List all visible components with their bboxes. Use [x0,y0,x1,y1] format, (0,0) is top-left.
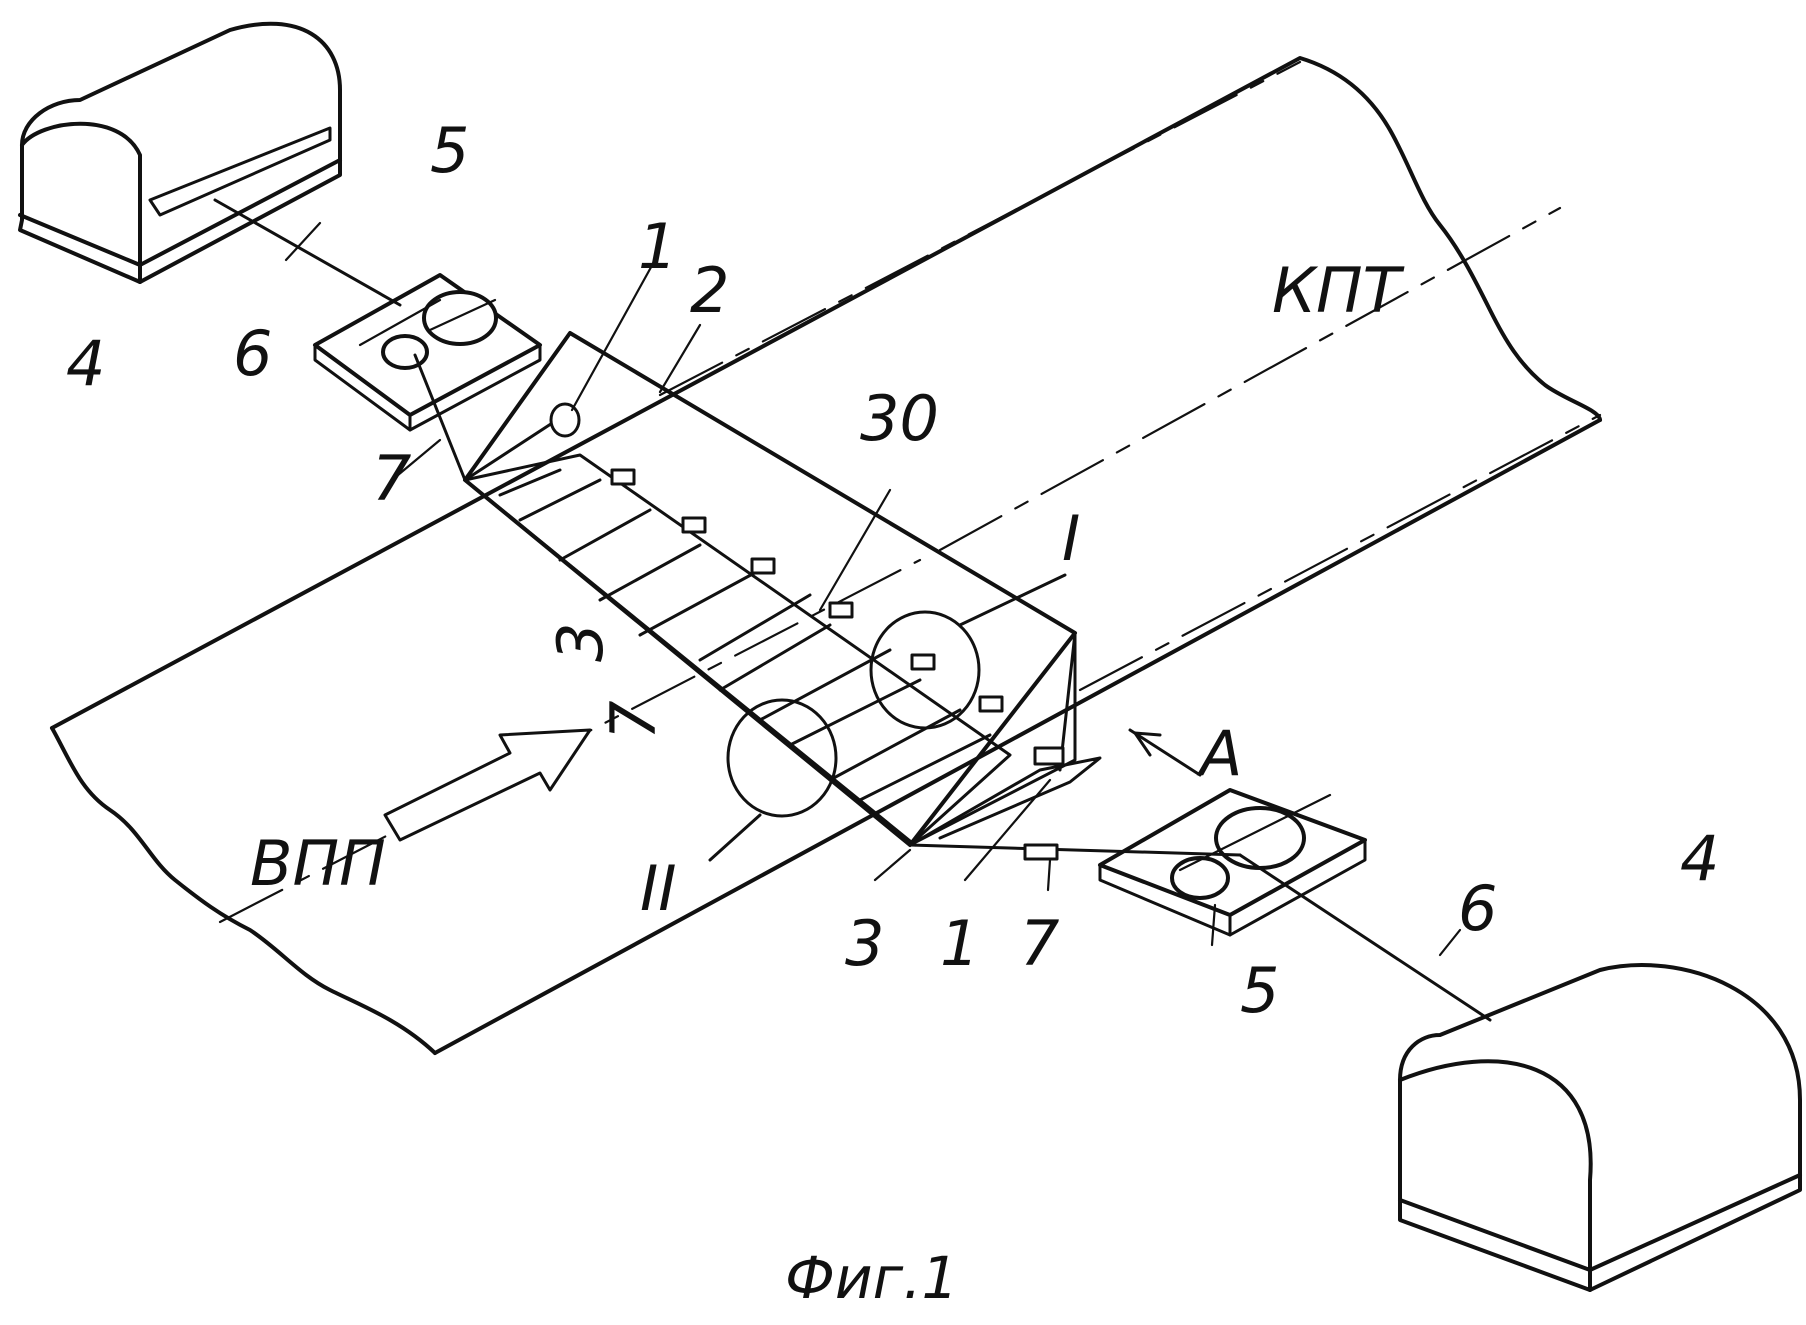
label-3-bottom: 3 [845,907,884,980]
label-4-right: 4 [1680,822,1719,895]
label-2: 2 [690,254,729,327]
label-A: A [1196,717,1242,790]
label-7-bottom: 7 [1020,907,1059,980]
label-5-left: 5 [430,114,469,187]
label-4-left: 4 [66,327,105,400]
landing-direction-arrow [385,730,590,840]
label-6-left: 6 [233,317,272,390]
label-6-right: 6 [1458,872,1497,945]
label-7-left: 7 [372,442,411,515]
label-30: 30 [860,382,939,455]
label-I: I [1062,502,1080,575]
pulley-unit-right [1100,790,1365,935]
label-3-runway: 3 [544,623,617,662]
runway [52,58,1600,1053]
label-vpp: ВПП [250,827,386,900]
winch-building-right [1400,965,1800,1290]
label-1-bottom: 1 [940,907,979,980]
label-7-runway: 7 [597,701,670,740]
figure-caption: Фиг.1 [785,1244,958,1312]
label-1-top: 1 [638,210,677,283]
label-kpt: КПТ [1272,254,1405,327]
pulley-unit-left [315,275,540,430]
label-5-right: 5 [1240,954,1279,1027]
label-II: II [640,852,677,925]
view-arrow-a [1130,730,1200,775]
